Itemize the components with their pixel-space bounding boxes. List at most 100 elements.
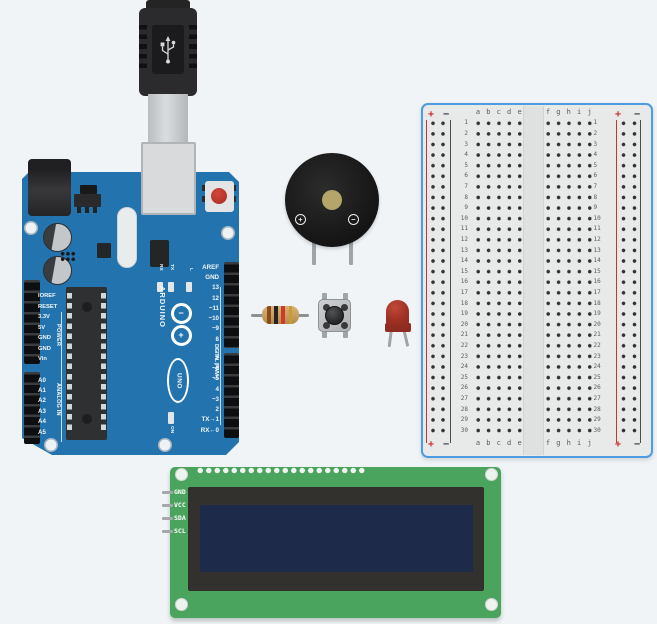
rail-minus-sign: − <box>633 438 641 450</box>
lcd-pin-stub[interactable] <box>162 529 173 533</box>
terminal-holes-a-e[interactable] <box>472 117 525 436</box>
mounting-hole <box>221 226 235 240</box>
on-led <box>168 412 174 424</box>
lcd-screen <box>200 505 473 572</box>
pushbutton-contact <box>322 303 330 311</box>
rail-red-line <box>425 120 427 443</box>
pushbutton-leg <box>343 330 348 338</box>
usb-cable-ridges-left <box>139 20 147 68</box>
silkscreen-line <box>61 312 62 442</box>
digital-section-label: DIGITAL (PWM~) <box>213 344 219 380</box>
l-label: L <box>188 268 193 271</box>
resistor-band-1 <box>267 306 271 324</box>
uno-model-text: UNO <box>175 372 183 389</box>
pushbutton-contact <box>340 321 348 329</box>
lcd-mounting-hole <box>484 597 498 611</box>
voltage-regulator-tab <box>80 185 97 194</box>
smd-chip-large <box>150 240 169 267</box>
lcd-header-holes <box>196 466 366 475</box>
led-base-flange <box>384 323 411 332</box>
digital-header-bottom[interactable] <box>224 353 239 438</box>
mounting-hole <box>158 438 172 452</box>
pushbutton-leg <box>322 330 327 338</box>
smd-chip-small <box>97 243 111 258</box>
buzzer-leg <box>349 240 353 265</box>
buzzer-leg <box>312 240 316 265</box>
silkscreen-line <box>219 287 221 425</box>
pushbutton-leg <box>322 293 327 301</box>
lcd-pin-stub[interactable] <box>162 516 173 520</box>
arduino-logo-plus-circle: + <box>170 324 192 346</box>
lcd-mounting-hole <box>484 467 498 481</box>
usb-cable-panel <box>152 25 184 74</box>
resistor-band-4 <box>288 306 292 324</box>
lcd-pin-stub[interactable] <box>162 490 173 494</box>
reset-button-cap[interactable] <box>211 188 227 204</box>
voltage-regulator-leg <box>77 207 81 213</box>
tx-label: TX <box>169 264 174 271</box>
on-label: ON <box>169 426 174 434</box>
pushbutton-contact <box>340 303 348 311</box>
rail-red-line <box>615 120 617 443</box>
uno-badge: UNO <box>167 358 189 403</box>
power-rail-holes-left[interactable] <box>428 117 448 436</box>
rx-label: RX <box>158 264 163 271</box>
rail-plus-sign: + <box>614 108 622 120</box>
pushbutton-cap[interactable] <box>325 306 344 325</box>
crystal-oscillator <box>117 207 137 268</box>
led-bulb[interactable] <box>386 300 409 326</box>
pushbutton-leg <box>343 293 348 301</box>
lcd-mounting-hole <box>174 467 188 481</box>
analog-section-label: ANALOG IN <box>55 383 61 416</box>
reset-button-nub <box>202 196 205 202</box>
usb-socket <box>141 142 196 215</box>
power-section-label: POWER <box>55 324 61 347</box>
buzzer-minus-mark: − <box>348 214 359 225</box>
usb-cable-metal-plug <box>148 94 188 144</box>
power-rail-holes-right[interactable] <box>618 117 640 436</box>
rail-black-line <box>449 120 451 443</box>
reset-button-nub <box>233 185 236 191</box>
terminal-holes-f-j[interactable] <box>542 117 595 436</box>
chip-pins-left <box>67 293 72 434</box>
rail-minus-sign: − <box>442 108 450 120</box>
voltage-regulator-leg <box>93 207 97 213</box>
pushbutton-body[interactable] <box>318 299 351 332</box>
chip-dimple <box>81 302 92 312</box>
rail-minus-sign: − <box>633 108 641 120</box>
rail-minus-sign: − <box>442 438 450 450</box>
voltage-regulator-leg <box>85 207 89 213</box>
reset-button-nub <box>233 196 236 202</box>
arduino-brand-text: ARDUINO <box>158 286 167 328</box>
atmega-chip <box>66 287 107 440</box>
usb-trident-icon <box>160 35 176 63</box>
lcd-pin-stub[interactable] <box>162 503 173 507</box>
power-header[interactable] <box>24 280 40 364</box>
breadboard-center-channel <box>523 106 544 455</box>
chip-pins-right <box>101 293 106 434</box>
pushbutton-contact <box>322 321 330 329</box>
resistor-body[interactable] <box>262 306 299 324</box>
rail-black-line <box>640 120 642 443</box>
chip-dimple <box>81 414 92 424</box>
digital-header-top[interactable] <box>224 262 239 348</box>
resistor-band-2 <box>274 306 278 324</box>
rail-plus-sign: + <box>427 438 435 450</box>
mounting-hole <box>44 438 58 452</box>
analog-header[interactable] <box>24 372 40 444</box>
lcd-mounting-hole <box>174 597 188 611</box>
rail-plus-sign: + <box>427 108 435 120</box>
buzzer-plus-mark: + <box>295 214 306 225</box>
mounting-hole <box>24 221 38 235</box>
